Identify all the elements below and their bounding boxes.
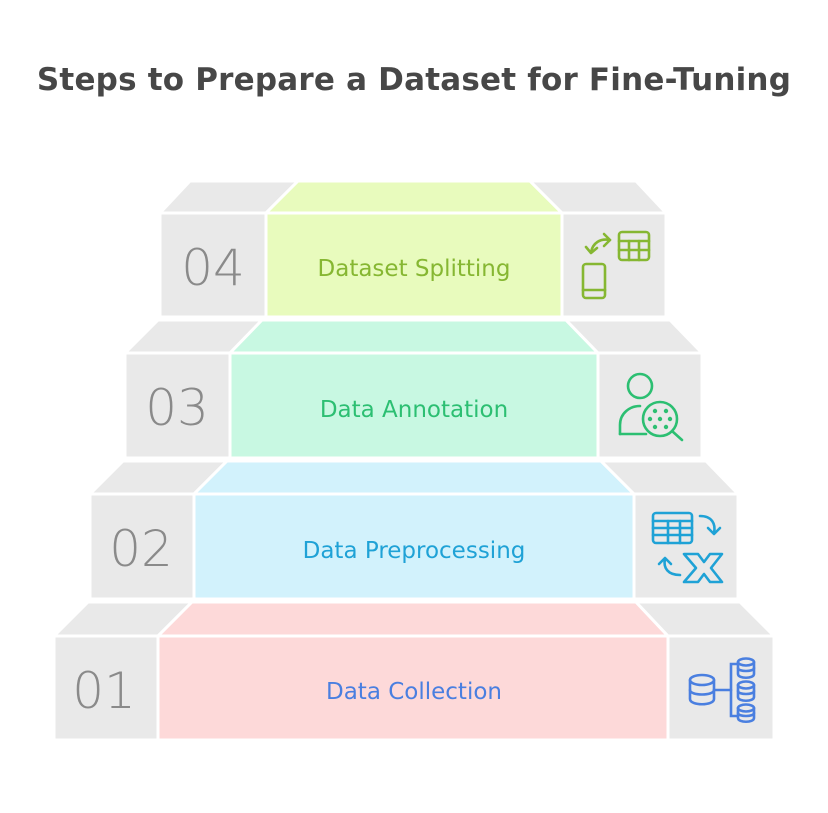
step-01-label: Data Collection [326, 679, 502, 705]
page-title: Steps to Prepare a Dataset for Fine-Tuni… [36, 62, 792, 98]
step-04-center-top-face [262, 179, 566, 215]
step-02: 02 Data Preprocessing [86, 459, 742, 601]
step-02-label-box [192, 492, 636, 601]
step-03-center-top-face [226, 318, 602, 355]
step-01-label-box [156, 634, 670, 742]
split-transfer-icon [581, 230, 651, 300]
step-03: 03 Data Annotation [121, 318, 706, 460]
table-transform-icon [651, 511, 724, 584]
step-01: 01 Data Collection [50, 600, 778, 742]
step-04-number-box [158, 211, 268, 319]
step-03-number: 03 [145, 379, 209, 437]
step-04-label-box [264, 211, 564, 319]
database-distribution-icon [688, 657, 756, 724]
step-02-number: 02 [109, 520, 173, 578]
step-01-icon-box [666, 634, 776, 742]
step-01-number: 01 [72, 662, 136, 720]
step-01-number-box [52, 634, 160, 742]
step-04-number: 04 [181, 239, 245, 297]
step-03-label: Data Annotation [320, 397, 508, 423]
step-02-center-top-face [190, 459, 638, 496]
step-01-center-top-face [154, 600, 672, 638]
user-search-icon [618, 372, 684, 442]
step-02-label: Data Preprocessing [303, 538, 526, 564]
step-04-label: Dataset Splitting [318, 256, 511, 282]
step-02-number-box [88, 492, 196, 601]
step-04-icon-box [560, 211, 668, 319]
step-04: 04 Dataset Splitting [156, 179, 670, 319]
